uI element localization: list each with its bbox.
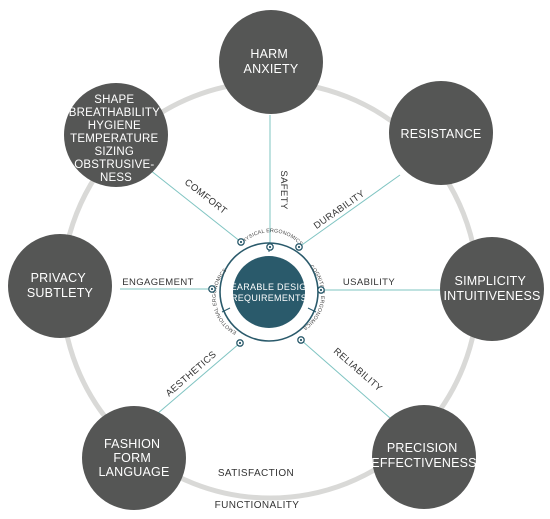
engagement-label: ENGAGEMENT (122, 277, 194, 288)
dot-reliability (297, 336, 305, 344)
node-simplicity: SIMPLICITY INTUITIVENESS (440, 237, 544, 341)
comfort-label: COMFORT (182, 177, 229, 217)
nodes: HARM ANXIETY RESISTANCE SIMPLICITY INTUI… (8, 10, 544, 510)
svg-text:HARM ANXIETY: HARM ANXIETY (244, 47, 299, 76)
functionality-label: FUNCTIONALITY (215, 500, 300, 511)
satisfaction-label: SATISFACTION (218, 468, 294, 479)
node-privacy: PRIVACY SUBTLETY (8, 234, 112, 338)
center-label: WEARABLE DESIGN REQUIREMENTS (222, 282, 316, 303)
center-label-line-1: WEARABLE DESIGN (222, 282, 314, 292)
node-comfort: SHAPE BREATHABILITY HYGIENE TEMPERATURE … (64, 83, 168, 187)
spokes (120, 115, 440, 421)
outer-labels: SATISFACTION FUNCTIONALITY (213, 465, 299, 511)
spoke-reliability (300, 339, 391, 419)
svg-text:SHAPE BREATHABILITY: SHAPE BREATHABILITY HYGIENE TEMPERATURE … (69, 94, 163, 184)
dot-engagement (208, 285, 216, 293)
dot-durability (295, 243, 303, 251)
spoke-durability (298, 174, 401, 248)
spoke-comfort (149, 169, 242, 243)
dot-safety (266, 243, 274, 251)
safety-label: SAFETY (278, 170, 289, 210)
usability-label: USABILITY (343, 277, 395, 288)
svg-text:FASHION FORM L: FASHION FORM LANGUAGE (98, 437, 169, 479)
dot-usability (317, 286, 325, 294)
center-circle (233, 256, 305, 328)
center-label-line-2: REQUIREMENTS (231, 293, 307, 303)
spoke-aesthetics (149, 342, 241, 421)
reliability-label: RELIABILITY (331, 346, 384, 394)
dot-aesthetics (236, 339, 244, 347)
svg-text:PRECISION EFFECTIVENES: PRECISION EFFECTIVENESS (371, 441, 476, 470)
svg-text:RESISTANCE: RESISTANCE (401, 127, 482, 141)
node-precision: PRECISION EFFECTIVENESS (371, 405, 477, 509)
ring-divider-left (221, 307, 231, 313)
aesthetics-label: AESTHETICS (164, 349, 219, 399)
svg-text:SIMPLICITY INTUITIVENE: SIMPLICITY INTUITIVENESS (443, 274, 540, 303)
node-resistance: RESISTANCE (389, 81, 493, 185)
satisfaction-label-bg (213, 465, 299, 479)
svg-text:PRIVACY SUBTLETY: PRIVACY SUBTLETY (27, 271, 94, 300)
node-fashion: FASHION FORM LANGUAGE (82, 406, 186, 510)
center-hub: PHYSICAL ERGONOMICS COGNITIVE ERGONOMICS… (212, 228, 325, 342)
node-harm: HARM ANXIETY (219, 10, 323, 114)
connector-dots (208, 238, 325, 347)
ring-divider-right (307, 307, 317, 313)
dot-comfort (237, 238, 245, 246)
durability-label: DURABILITY (312, 188, 368, 232)
